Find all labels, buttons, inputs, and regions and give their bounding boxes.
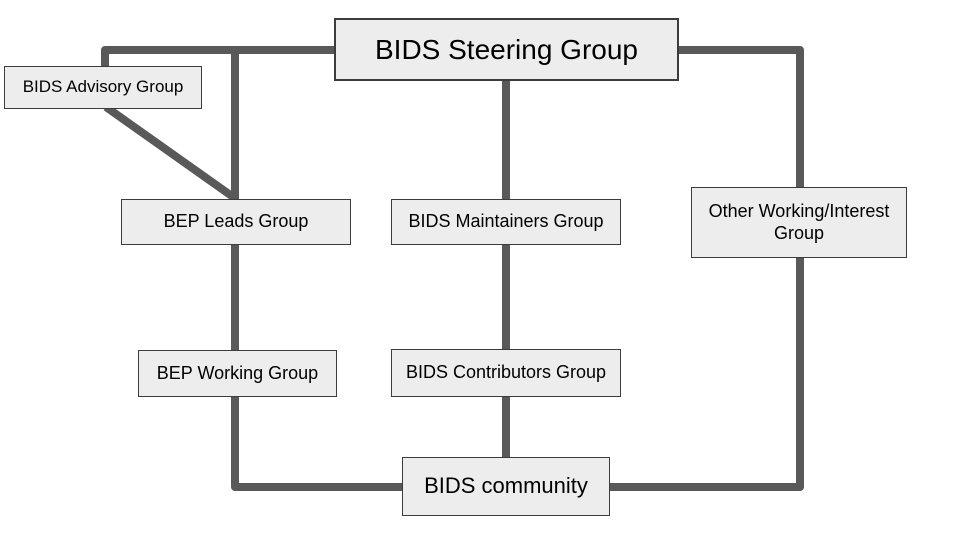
- node-label: BEP Leads Group: [163, 211, 309, 232]
- node-label: BIDS community: [424, 473, 588, 499]
- node-label: BIDS Maintainers Group: [408, 211, 604, 232]
- node-label: Other Working/Interest Group: [708, 200, 890, 243]
- node-bep-working-group: BEP Working Group: [138, 350, 337, 397]
- node-bids-maintainers-group: BIDS Maintainers Group: [391, 199, 621, 245]
- node-label: BEP Working Group: [156, 362, 319, 383]
- node-label: BIDS Steering Group: [374, 33, 639, 65]
- node-bids-community: BIDS community: [402, 457, 610, 516]
- node-bep-leads-group: BEP Leads Group: [121, 199, 351, 245]
- connector-advisory-bep-leads: [103, 103, 239, 203]
- connector-bep-working-community: [231, 396, 403, 491]
- node-label: BIDS Advisory Group: [22, 77, 184, 97]
- node-label: BIDS Contributors Group: [405, 362, 607, 383]
- connector-steering-other-working: [677, 46, 804, 188]
- node-other-working-interest-group: Other Working/Interest Group: [691, 187, 907, 258]
- connector-other-working-community: [609, 257, 804, 491]
- node-bids-advisory-group: BIDS Advisory Group: [4, 66, 202, 109]
- node-bids-contributors-group: BIDS Contributors Group: [391, 349, 621, 397]
- node-bids-steering-group: BIDS Steering Group: [334, 18, 679, 81]
- connector-steering-advisory: [101, 46, 336, 67]
